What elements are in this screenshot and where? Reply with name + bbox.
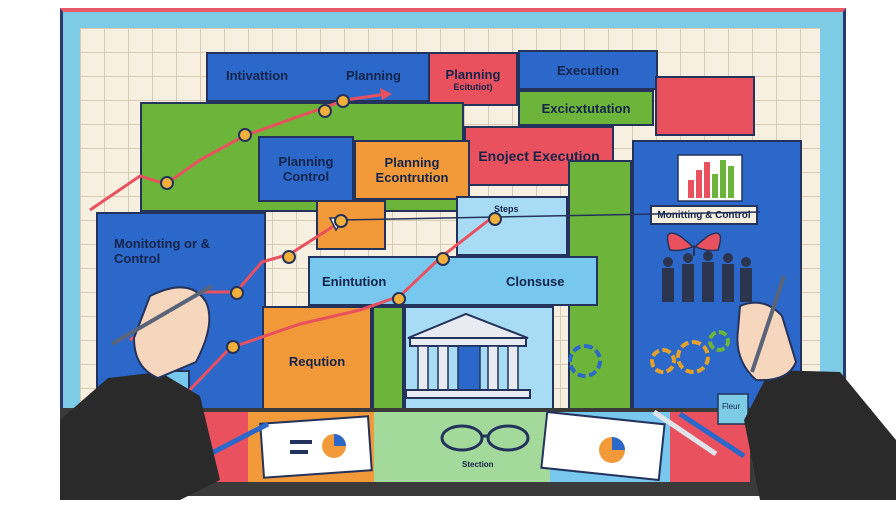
execution-sub-block: Excicxtutation bbox=[518, 90, 654, 126]
orange-mid-block bbox=[316, 200, 386, 250]
steps-label: Steps bbox=[494, 204, 519, 214]
milestone-node bbox=[488, 212, 502, 226]
milestone-node bbox=[436, 252, 450, 266]
planning-execution-label: Planning Econtrution bbox=[375, 155, 449, 185]
gear-icon bbox=[708, 330, 730, 352]
monitoring-right-tag: Monitting & Control bbox=[650, 205, 758, 225]
planning-red-label: Planning bbox=[445, 66, 501, 82]
planning-red-block: Planning Ecitutiot) bbox=[428, 52, 518, 106]
gear-icon bbox=[568, 344, 602, 378]
milestone-node bbox=[334, 214, 348, 228]
planning-execution-block: Planning Econtrution bbox=[354, 140, 470, 200]
milestone-node bbox=[160, 176, 174, 190]
reqution-block: Reqution bbox=[262, 306, 372, 416]
enintution-closure-bar: Enintution Clonsuse bbox=[308, 256, 598, 306]
milestone-node bbox=[230, 286, 244, 300]
milestone-node bbox=[282, 250, 296, 264]
closure-label: Clonsuse bbox=[506, 274, 565, 289]
green-small-block bbox=[372, 306, 404, 416]
steps-block: Steps bbox=[456, 196, 568, 256]
milestone-node bbox=[392, 292, 406, 306]
planning-control-block: Planning Control bbox=[258, 136, 354, 202]
execution-top-label: Execution bbox=[556, 62, 620, 78]
milestone-node bbox=[238, 128, 252, 142]
fleur-label: Fleur bbox=[722, 402, 741, 411]
monitoring-right-label: Monitting & Control bbox=[657, 209, 751, 221]
milestone-node bbox=[318, 104, 332, 118]
gear-icon bbox=[676, 340, 710, 374]
red-side-block bbox=[655, 76, 755, 136]
monitoring-left-label: Monitoting or & Control bbox=[114, 236, 211, 266]
reqution-label: Reqution bbox=[288, 353, 346, 369]
milestone-node bbox=[336, 94, 350, 108]
stection-label: Stection bbox=[462, 460, 494, 469]
execution-sub-label: Excicxtutation bbox=[541, 100, 631, 116]
planning-top-label: Planning bbox=[346, 68, 401, 83]
planning-control-label: Planning Control bbox=[278, 154, 334, 184]
gear-icon bbox=[650, 348, 676, 374]
execution-block: Execution bbox=[518, 50, 658, 90]
enintution-label: Enintution bbox=[322, 274, 387, 289]
milestone-node bbox=[226, 340, 240, 354]
planning-red-sublabel: Ecitutiot) bbox=[453, 81, 493, 92]
initiation-label: Intivattion bbox=[226, 68, 289, 83]
